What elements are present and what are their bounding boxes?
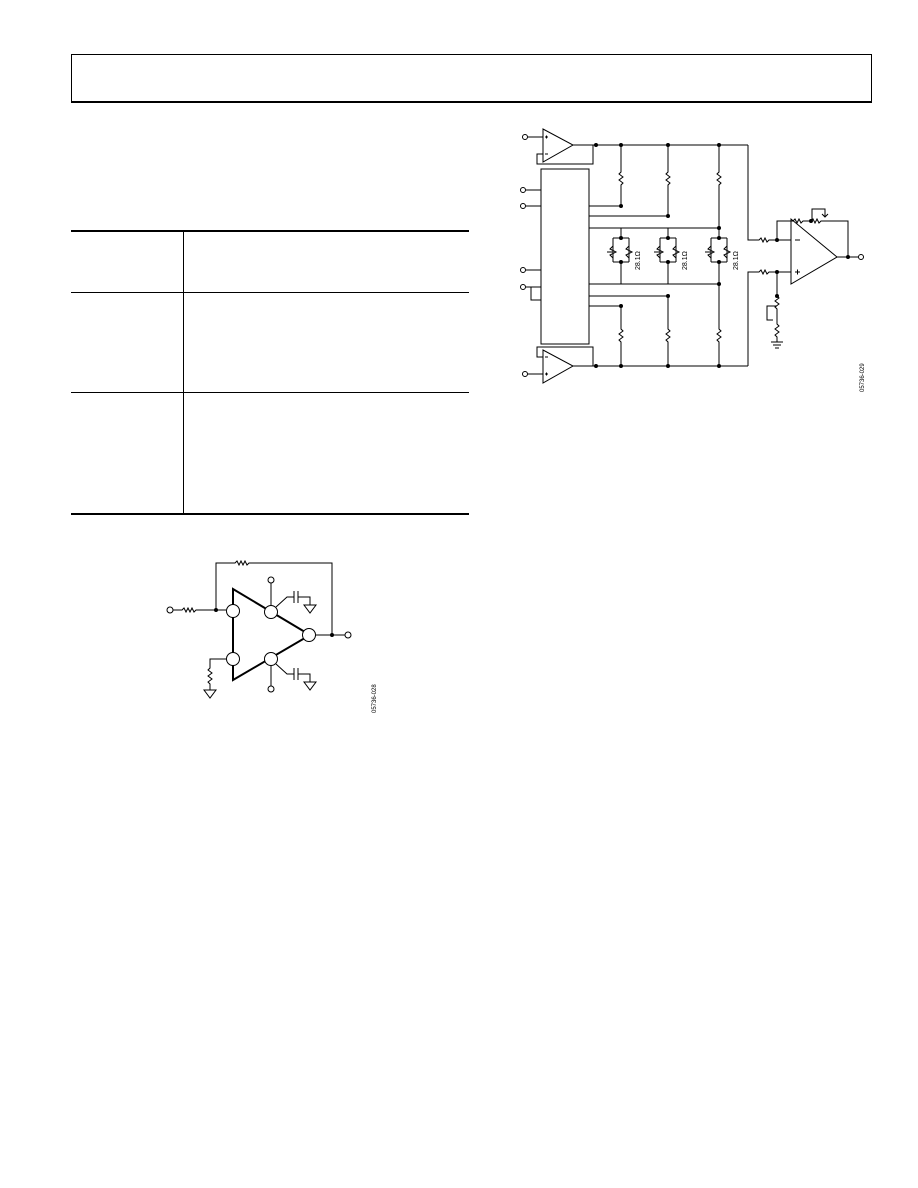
resistor-bottom-1: [618, 306, 624, 366]
diff-amp-input-resistor-top: [747, 145, 791, 244]
figure-id-right: 05736-029: [860, 363, 866, 392]
table-bottom-rule: [71, 513, 469, 515]
ground-symbol-3: [303, 681, 317, 691]
input-terminal: [166, 606, 174, 614]
ref-resistor: [774, 272, 780, 342]
resistor-bottom-3: [716, 284, 722, 366]
table-top-rule: [71, 230, 469, 232]
table-frame: [71, 230, 469, 515]
ground-symbol-right: [771, 341, 783, 349]
output-terminal-right: [858, 254, 864, 260]
input-terminal-top: [522, 134, 528, 140]
table-column-divider: [183, 232, 184, 514]
resistor-top-3: [716, 145, 722, 228]
trim-network-3: [705, 228, 732, 284]
pin-noninverting-input: [226, 652, 240, 666]
resistor-top-1: [618, 145, 624, 206]
table-row-rule-1: [71, 292, 469, 293]
page-header-frame: [71, 54, 872, 103]
buffer-amp-bottom: [542, 349, 575, 384]
trim-label-1: 28.1Ω: [635, 251, 642, 270]
diff-amp-feedback: [776, 217, 849, 257]
input-terminal-bottom: [522, 371, 528, 377]
ground-symbol-2: [303, 604, 317, 614]
resistor-top-2: [665, 145, 671, 216]
pin-output: [302, 628, 316, 642]
pin-inverting-input: [226, 604, 240, 618]
buffer-amp-top: [542, 128, 575, 163]
figure-id-left: 05736-028: [372, 684, 378, 713]
instrumentation-amp-schematic-right: 28.1Ω 28.1Ω 28.1Ω 05736-029: [520, 128, 866, 392]
supply-bottom-terminal: [267, 685, 275, 693]
supply-top-terminal: [267, 576, 275, 584]
diff-amp-input-resistor-bottom: [747, 268, 791, 366]
trim-label-2: 28.1Ω: [682, 251, 689, 270]
difference-amp: [790, 217, 838, 285]
ic-block: [540, 168, 590, 345]
trim-label-3: 28.1Ω: [733, 251, 740, 270]
ground-resistor: [207, 658, 226, 690]
trim-network-2: [654, 228, 681, 284]
pin-supply-bottom: [264, 652, 278, 666]
pin-supply-top: [264, 605, 278, 619]
trim-network-1: [607, 228, 634, 284]
ground-symbol-1: [203, 689, 217, 699]
feedback-resistor: [215, 559, 333, 635]
table-row-rule-2: [71, 392, 469, 393]
decoupling-cap-bottom: [293, 668, 299, 680]
resistor-bottom-2: [665, 296, 671, 366]
amplifier-schematic-left: 05736-028: [166, 559, 378, 713]
decoupling-cap-top: [293, 591, 299, 603]
input-resistor: [173, 606, 226, 614]
output-terminal: [344, 631, 352, 639]
